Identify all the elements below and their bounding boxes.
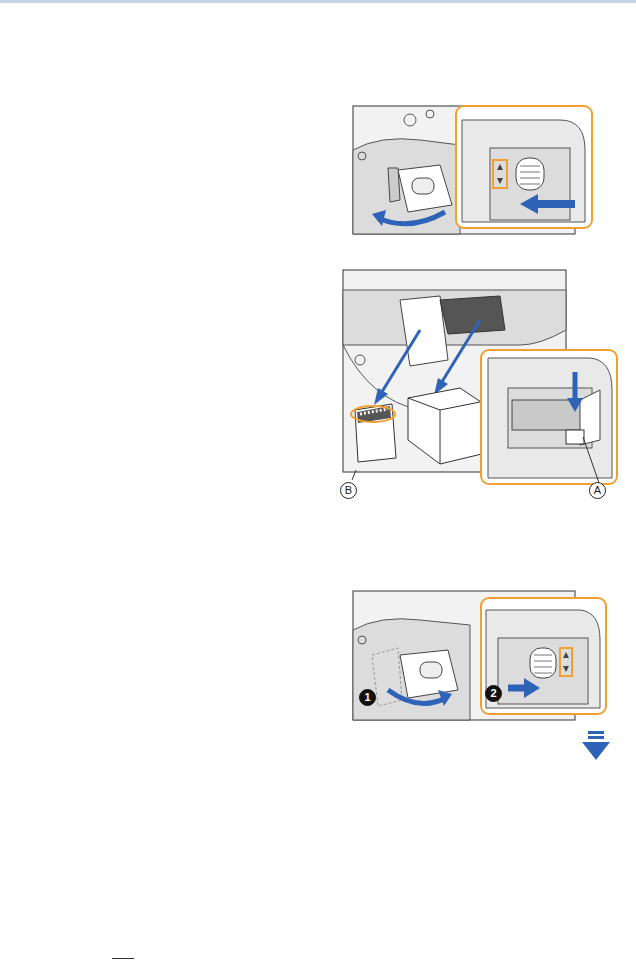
callout-letter: 1: [359, 689, 376, 706]
continue-arrow: [582, 731, 610, 760]
callout-letter: 2: [485, 685, 502, 702]
close-door-figure: [353, 591, 606, 720]
insert-card-battery-figure: [343, 270, 617, 487]
page-foot-rule: [112, 958, 134, 959]
callout-letter: B: [340, 482, 357, 499]
callout-letter: A: [589, 482, 606, 499]
header-rule: [0, 0, 636, 3]
open-door-figure: [353, 106, 592, 234]
